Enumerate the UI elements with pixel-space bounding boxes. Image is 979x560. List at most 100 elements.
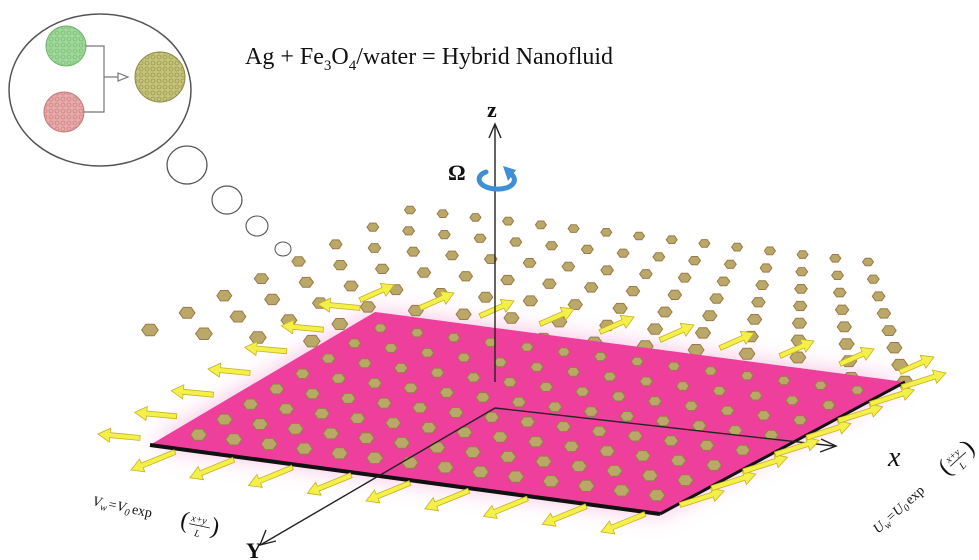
nanoparticle [501,216,515,226]
nanoparticle [577,479,596,492]
nanoparticle [393,362,409,374]
nanoparticle [447,407,464,418]
bubble-dot-3 [245,215,269,237]
nanoparticle [616,248,630,258]
nanoparticle [670,454,687,467]
nanoparticle [491,431,509,443]
vw-subscript: w [99,502,108,514]
y-axis-arrowhead [258,529,277,547]
uw-denominator: L [957,460,970,473]
stretching-arrow-icon [243,340,288,357]
nanoparticle [566,366,581,377]
nanoparticle [813,380,828,390]
nanoparticle [555,421,572,433]
nanoparticle [738,347,756,360]
nanoparticle [866,274,880,284]
nanoparticle [436,209,449,218]
nanoparticle [602,371,617,382]
vw-paren-open: ( [178,507,191,534]
stretching-arrow-icon [306,472,353,496]
nanoparticle [493,357,508,368]
vw-fraction-bar [189,523,210,529]
stretching-arrow-icon [133,405,178,422]
nanoparticle [458,271,474,282]
stretching-arrow-icon [207,362,251,378]
nanoparticle [225,433,243,446]
stretching-arrow-icon [424,487,471,512]
nanoparticle [251,418,269,430]
nanoparticle [694,327,712,339]
svg-text:Uw=U0exp: Uw=U0exp [871,483,930,538]
nanoparticle [634,450,651,462]
nanoparticle [519,416,536,428]
nanoparticle [456,426,473,438]
nanoparticle [763,246,777,256]
nanoparticle [881,325,897,336]
nanoparticle [373,323,388,333]
nanoparticle [330,447,349,460]
nanoparticle [367,377,383,389]
nanoparticle [583,282,599,293]
nanoparticle [260,437,278,451]
nanoparticle [716,276,731,287]
nanoparticle [384,417,402,429]
nanoparticle [376,397,392,409]
stretching-arrow-icon [678,487,725,508]
nanoparticle [483,254,498,264]
nanoparticle [709,293,724,304]
nanoparticle [477,291,494,303]
stretching-arrow-icon [900,369,947,390]
nanoparticle [730,242,744,252]
nanoparticle [538,381,554,392]
nanoparticle [393,436,411,449]
nanoparticle [527,436,544,448]
uw-fraction-bar [949,451,967,467]
curved-arrow-icon [476,169,517,192]
nanoparticle [698,239,711,248]
nanoparticle [794,284,808,294]
bubble-dot-2 [211,185,243,215]
uw-boundary-formula: Uw=U0exp ( x+y L ) [871,435,979,538]
nanoparticle [473,233,487,243]
nanoparticle [475,392,491,403]
nanoparticle [343,280,359,292]
stretching-arrow-icon [418,290,455,311]
nanoparticle [751,297,766,308]
nanoparticle [333,260,348,271]
nanoparticle [420,347,435,358]
nanoparticle [676,474,694,487]
nanoparticle [561,261,576,272]
nanoparticle [278,403,295,415]
nanoparticle [469,213,482,222]
nanoparticle [611,391,626,402]
nanoparticle [705,459,723,471]
nanoparticle [466,372,481,383]
nanoparticle [755,280,770,290]
nanoparticle [321,353,336,364]
nanoparticle [655,415,671,427]
nanoparticle [876,308,892,319]
bubble-dot-4 [274,241,292,257]
stretching-arrow-icon [478,298,515,319]
nanoparticle [667,289,683,300]
merge-arrow-icon [84,45,130,113]
nanoparticle [242,398,259,410]
nanoparticle [268,383,285,395]
nanoparticle [723,259,737,269]
nanoparticle [420,422,437,434]
stretching-arrow-icon [365,480,412,504]
hybrid-nanoparticle-icon [134,51,186,103]
nanoparticle [567,299,584,310]
z-axis-label: z [487,97,497,122]
nanoparticle [792,415,808,426]
nanoparticle [712,386,727,396]
nanoparticle [795,267,809,277]
nanoparticle [632,231,646,241]
nanoparticle [639,376,654,387]
stretching-arrow-icon [598,314,635,335]
nanoparticle [886,342,903,354]
nanoparticle [734,444,751,456]
nanoparticle [194,327,213,340]
nanoparticle [647,396,663,407]
